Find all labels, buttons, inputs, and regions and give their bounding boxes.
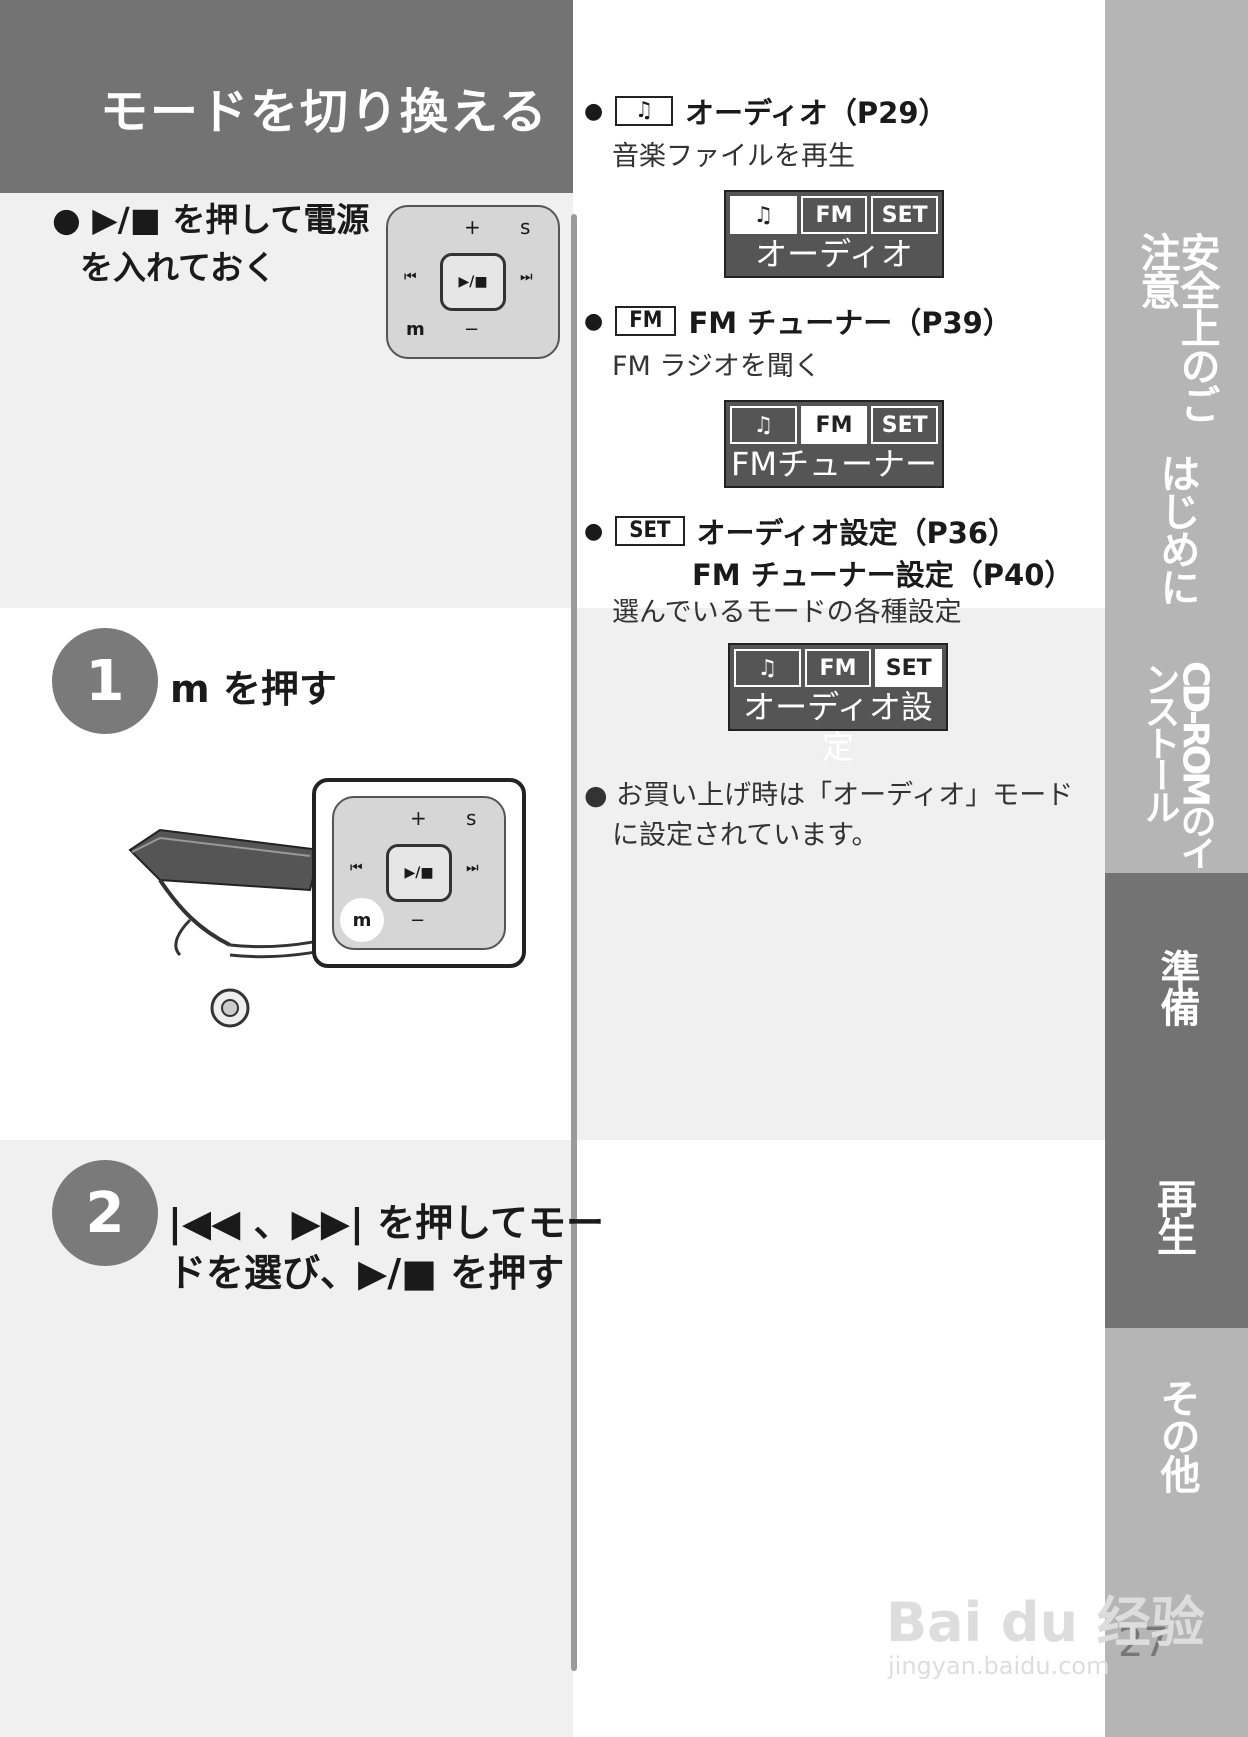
prev-icon: ⏮ [350,860,363,876]
lcd-mode-label: オーディオ [755,235,913,273]
set-heading-2: FM チューナー設定（P40） [692,558,1074,592]
watermark-url: jingyan.baidu.com [888,1652,1110,1680]
tab-cdrom-install[interactable]: CD-ROMのインストール [1105,653,1248,873]
step1-circle: 1 [52,628,158,734]
tab-safety-label: 安全上のご注意 [1133,232,1220,422]
lcd-tab-fm: FM [804,649,872,687]
bullet-icon: ● [584,308,604,334]
audio-heading: オーディオ（P29） [684,96,948,130]
note-line2: に設定されています。 [612,820,879,851]
lcd-screen-fm: ♫ FM SET FMチューナー [724,400,944,488]
bullet-icon: ● [584,518,604,544]
lcd-tab-audio: ♫ [730,406,797,444]
control-pad-large: + s ⏮ ⏭ ▶/■ m − [332,796,506,950]
step2-circle: 2 [52,1160,158,1266]
s-icon: s [466,806,477,830]
prev-icon: ⏮ [404,269,417,285]
tab-cdrom-install-label: CD-ROMのインストール [1138,661,1216,868]
play-stop-button[interactable]: ▶/■ [440,253,506,311]
column-divider [571,214,577,1671]
bullet-icon: ● [584,98,604,124]
set-description: 選んでいるモードの各種設定 [612,597,962,628]
plus-icon: + [464,215,481,239]
lcd-tabs: ♫ FM SET [726,192,942,234]
note-line1: ● お買い上げ時は「オーディオ」モード [584,780,1074,811]
lcd-tab-audio: ♫ [734,649,801,687]
minus-icon: − [410,910,426,931]
lcd-tab-set: SET [871,196,939,234]
control-pad-small: + s ⏮ ⏭ ▶/■ m − [386,205,560,359]
page-number: 27 [1118,1620,1169,1666]
plus-icon: + [410,806,427,830]
tab-safety[interactable]: 安全上のご注意 [1105,0,1248,433]
fm-box-icon: FM [615,306,677,336]
fm-heading: FM チューナー（P39） [688,306,1012,340]
lcd-tab-set: SET [875,649,943,687]
lcd-tabs: ♫ FM SET [726,402,942,444]
lcd-screen-audio: ♫ FM SET オーディオ [724,190,944,278]
m-button[interactable]: m [340,898,384,942]
s-icon: s [520,215,531,239]
intro-bullet-line1: ● ▶/■ を押して電源 [52,200,370,239]
audio-description: 音楽ファイルを再生 [612,141,855,172]
tab-playback-label: 再生 [1150,1178,1196,1254]
next-icon: ⏭ [466,860,479,876]
step2-line1: |◀◀ 、▶▶| を押してモー [168,1201,604,1245]
m-icon: m [406,319,425,340]
set-mode-heading: ● SET オーディオ設定（P36） [584,510,1017,552]
intro-bullet-line2: を入れておく [80,248,277,287]
fm-mode-heading: ● FM FM チューナー（P39） [584,300,1012,342]
audio-icon: ♫ [615,96,673,126]
watermark-logo: Bai du 经验 [886,1591,1205,1654]
lcd-mode-label: オーディオ設定 [743,688,933,766]
tab-preparation-label: 準備 [1153,949,1200,1025]
step1-text: m を押す [170,667,337,711]
lcd-screen-set: ♫ FM SET オーディオ設定 [728,643,948,766]
control-pad-callout: + s ⏮ ⏭ ▶/■ m − [312,778,526,968]
lcd-tab-fm: FM [800,196,868,234]
page-title: モードを切り換える [100,84,549,140]
lcd-tab-audio: ♫ [730,196,797,234]
tab-introduction-label: はじめに [1153,453,1200,605]
tab-introduction[interactable]: はじめに [1105,433,1248,653]
lcd-tabs: ♫ FM SET [730,645,946,687]
tab-preparation[interactable]: 準備 再生 [1105,873,1248,1328]
next-icon: ⏭ [520,269,533,285]
set-heading-1: オーディオ設定（P36） [696,516,1018,550]
audio-mode-heading: ● ♫ オーディオ（P29） [584,90,948,132]
lcd-mode-label: FMチューナー [730,445,938,483]
tab-other-label: その他 [1153,1378,1200,1492]
lcd-tab-fm: FM [800,406,868,444]
play-stop-button[interactable]: ▶/■ [386,844,452,902]
title-band [0,0,573,193]
set-box-icon: SET [615,516,685,546]
fm-description: FM ラジオを聞く [612,351,821,382]
step2-line2: ドを選び、▶/■ を押す [168,1251,565,1295]
tab-other[interactable]: その他 [1105,1328,1248,1737]
minus-icon: − [464,319,480,340]
lcd-tab-set: SET [871,406,939,444]
